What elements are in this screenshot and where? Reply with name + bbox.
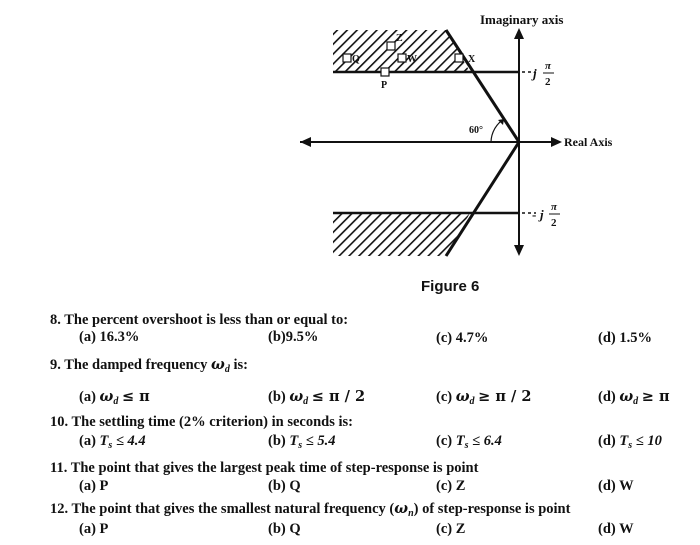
svg-text:2: 2	[551, 217, 557, 229]
point-x-label: X	[468, 54, 476, 65]
svg-text:π: π	[551, 201, 558, 213]
q11-option-a: (a) P	[79, 478, 109, 494]
q10-option-d: (d) Ts ≤ 10	[598, 433, 662, 451]
tick-upper-label: j π 2	[531, 60, 554, 88]
svg-text:-: -	[532, 207, 536, 222]
q8-option-d: (d) 1.5%	[598, 330, 652, 346]
point-x-marker	[454, 53, 464, 63]
q10-option-c: (c) Ts ≤ 6.4	[436, 433, 502, 451]
tick-lower-label: - j π 2	[532, 201, 560, 229]
q12-option-a: (a) P	[79, 521, 109, 537]
q12-option-c: (c) Z	[436, 521, 466, 537]
real-axis-arrow-right	[551, 137, 562, 147]
svg-text:π: π	[545, 60, 552, 72]
point-w-marker	[397, 53, 407, 63]
q9-option-d: (d) ωd ≥ π	[598, 388, 670, 407]
q10-option-b: (b) Ts ≤ 5.4	[268, 433, 336, 451]
imag-axis-arrow-down	[514, 245, 524, 256]
s-plane-figure: 60° Q Z W X P Imaginary axis Real Axis j…	[300, 12, 613, 257]
q11-option-b: (b) Q	[268, 478, 301, 494]
imag-axis-label: Imaginary axis	[480, 12, 563, 27]
question-9-stem: 9. The damped frequency ωd is:	[50, 356, 248, 375]
q8-option-b: (b)9.5%	[268, 329, 319, 345]
question-12-stem: 12. The point that gives the smallest na…	[50, 500, 571, 519]
q11-option-c: (c) Z	[436, 478, 466, 494]
upper-damping-line	[444, 29, 521, 143]
point-w-label: W	[407, 54, 417, 65]
point-p-label: P	[381, 80, 387, 91]
point-p-marker	[380, 67, 390, 77]
point-q-label: Q	[352, 54, 360, 65]
real-axis-arrow-left	[300, 137, 311, 147]
question-11-stem: 11. The point that gives the largest pea…	[50, 460, 479, 476]
figure-caption: Figure 6	[421, 278, 480, 295]
question-10-stem: 10. The settling time (2% criterion) in …	[50, 414, 353, 430]
q12-option-b: (b) Q	[268, 521, 301, 537]
q9-option-b: (b) ωd ≤ π / 2	[268, 388, 366, 407]
q8-option-c: (c) 4.7%	[436, 330, 489, 346]
point-q-marker	[342, 53, 352, 63]
q12-option-d: (d) W	[598, 521, 634, 537]
point-z-marker	[386, 41, 396, 51]
q8-option-a: (a) 16.3%	[79, 329, 140, 345]
angle-arrow-head	[498, 119, 504, 125]
q11-option-d: (d) W	[598, 478, 634, 494]
q10-option-a: (a) Ts ≤ 4.4	[79, 433, 146, 451]
question-8-stem: 8. The percent overshoot is less than or…	[50, 312, 349, 328]
point-z-label: Z	[396, 33, 403, 44]
real-axis-label: Real Axis	[564, 135, 613, 149]
svg-text:j: j	[531, 66, 537, 81]
q9-option-c: (c) ωd ≥ π / 2	[436, 388, 532, 407]
svg-text:j: j	[538, 207, 544, 222]
imag-axis-arrow-up	[514, 28, 524, 39]
q9-option-a: (a) ωd ≤ π	[79, 388, 150, 407]
upper-hatched-region	[333, 30, 470, 72]
angle-label: 60°	[469, 125, 483, 136]
lower-damping-line	[444, 141, 521, 257]
svg-text:2: 2	[545, 76, 551, 88]
lower-hatched-region	[333, 213, 470, 256]
